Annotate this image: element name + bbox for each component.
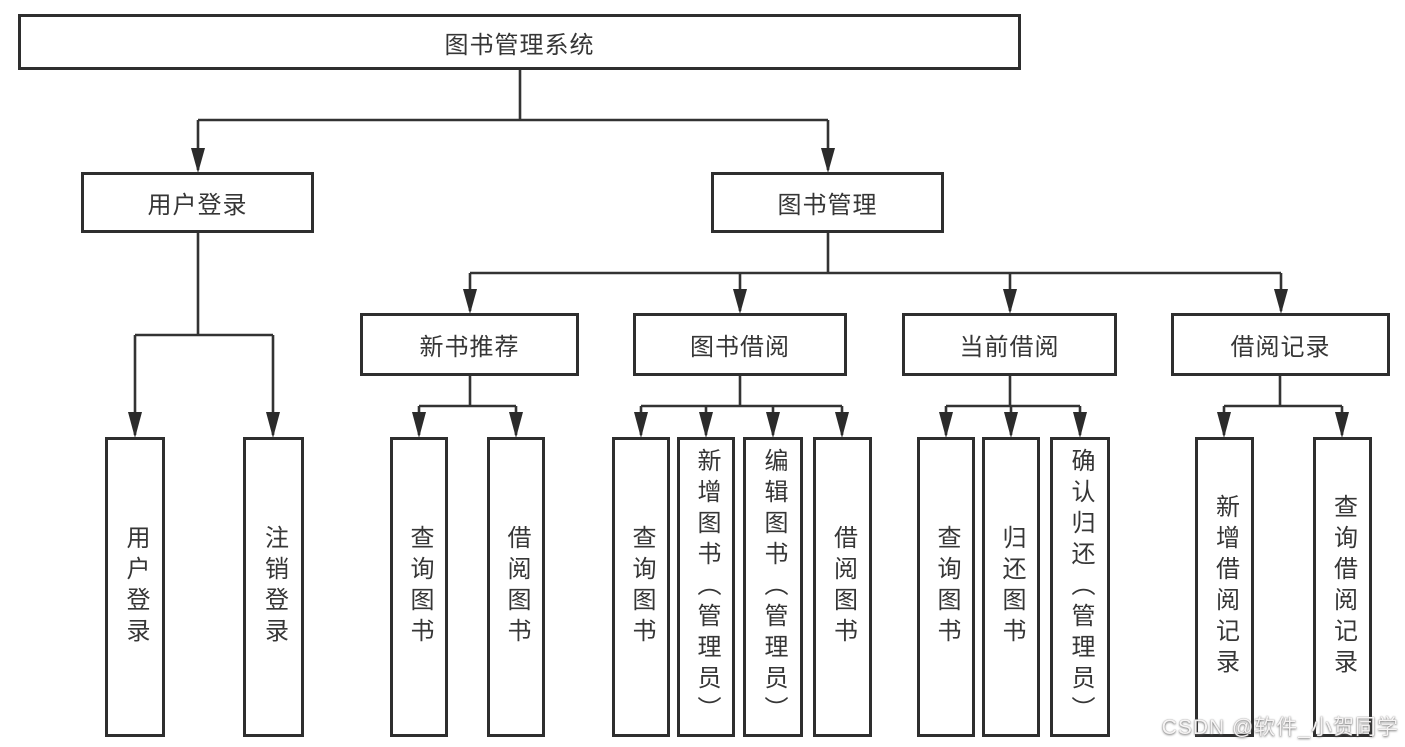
node-bb-query-books: 查询图书 [612,437,670,737]
node-cb-return-books: 归还图书 [982,437,1040,737]
node-logout: 注销登录 [243,437,304,737]
node-nbr-borrow-books: 借阅图书 [487,437,545,737]
node-borrowing-records: 借阅记录 [1171,313,1390,376]
node-current-borrowing: 当前借阅 [902,313,1117,376]
node-bb-borrow-books: 借阅图书 [813,437,872,737]
node-br-add-record: 新增借阅记录 [1195,437,1254,737]
node-bb-add-books-admin: 新增图书（管理员） [677,437,735,737]
node-book-borrowing: 图书借阅 [633,313,847,376]
node-book-management-group: 图书管理 [711,172,944,233]
node-bb-edit-books-admin: 编辑图书（管理员） [743,437,803,737]
node-new-book-recommend: 新书推荐 [360,313,579,376]
csdn-watermark: CSDN @软件_小贺同学 [1161,716,1399,739]
node-nbr-query-books: 查询图书 [390,437,448,737]
node-cb-confirm-return-admin: 确认归还（管理员） [1050,437,1110,737]
node-br-query-record: 查询借阅记录 [1313,437,1372,737]
node-root-library-system: 图书管理系统 [18,14,1021,70]
node-user-login-group: 用户登录 [81,172,314,233]
node-user-login: 用户登录 [105,437,165,737]
node-cb-query-books: 查询图书 [917,437,975,737]
